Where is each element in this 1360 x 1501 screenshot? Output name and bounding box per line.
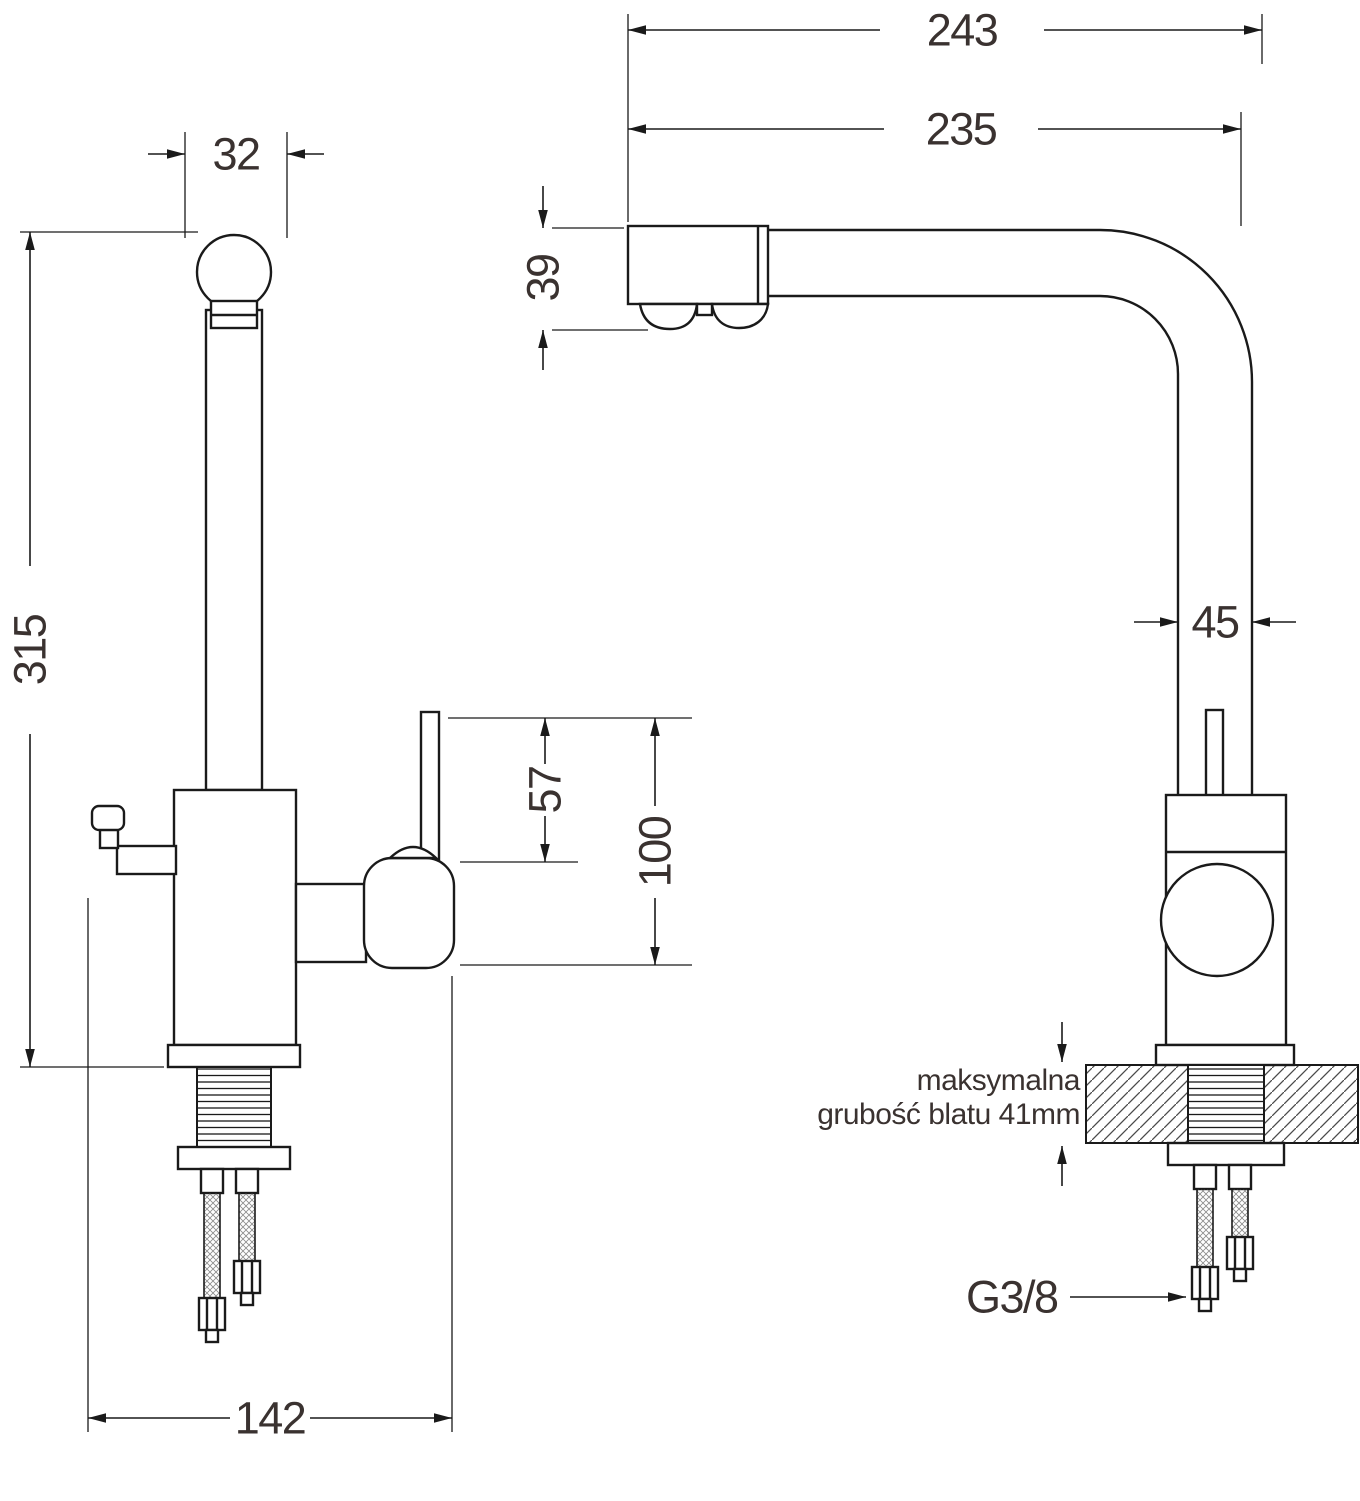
side-pipe-outer xyxy=(768,228,1254,795)
dimension-lever-height: 57 xyxy=(448,717,692,863)
side-threaded-shank xyxy=(1187,1064,1265,1144)
front-view xyxy=(90,233,456,1344)
side-aerator-right xyxy=(710,302,770,330)
front-mounting-nut xyxy=(176,1145,292,1171)
dim-label-243: 243 xyxy=(927,5,998,56)
side-base-flange xyxy=(1154,1043,1296,1067)
front-right-lever-connector xyxy=(294,882,368,964)
front-right-lever-joint xyxy=(362,856,456,970)
dim-label-57: 57 xyxy=(520,766,571,813)
side-hose-left xyxy=(1190,1163,1220,1313)
dim-label-315: 315 xyxy=(5,614,56,685)
countertop-note-line1: maksymalna xyxy=(917,1064,1081,1097)
dimension-spout-reach: 235 xyxy=(628,104,1242,226)
front-left-lever-knob xyxy=(90,804,126,832)
dim-label-142: 142 xyxy=(235,1393,306,1444)
thread-size-label: G3/8 xyxy=(966,1272,1058,1323)
dimension-base-depth: 142 xyxy=(87,898,453,1444)
dimension-column-width: 45 xyxy=(1134,597,1296,648)
front-hose-left xyxy=(197,1167,227,1344)
dimension-body-height: 100 xyxy=(460,718,692,966)
dim-label-100: 100 xyxy=(630,816,681,887)
front-right-lever-rod xyxy=(419,710,441,864)
side-mounting-nut xyxy=(1166,1141,1286,1167)
dim-label-39: 39 xyxy=(518,254,569,301)
dim-label-32: 32 xyxy=(212,129,259,180)
side-pipe-inner xyxy=(768,294,1180,795)
dimension-spout-top-width: 32 xyxy=(148,129,324,238)
countertop-note-line2: grubość blatu 41mm xyxy=(817,1098,1080,1131)
side-aerator-left xyxy=(638,302,699,331)
dimension-overall-depth: 243 xyxy=(627,5,1263,222)
side-lever-rod xyxy=(1204,708,1225,804)
dim-label-45: 45 xyxy=(1191,597,1239,648)
side-aerator-mid xyxy=(695,302,714,317)
front-hose-right xyxy=(232,1167,262,1307)
front-spout-ball xyxy=(195,233,273,311)
front-left-lever-connector xyxy=(115,844,178,876)
thread-size-annotation: G3/8 xyxy=(966,1272,1186,1323)
front-threaded-shank xyxy=(196,1066,272,1148)
dimension-spout-head-height: 39 xyxy=(518,186,648,370)
side-spout-head xyxy=(626,224,770,306)
dimension-overall-height: 315 xyxy=(5,231,198,1068)
side-hose-right xyxy=(1225,1163,1255,1283)
front-right-lever-dome xyxy=(387,845,439,860)
front-body xyxy=(172,788,298,1047)
dim-label-235: 235 xyxy=(926,104,997,155)
front-column-pipe xyxy=(204,308,264,792)
countertop-thickness-annotation: maksymalna grubość blatu 41mm xyxy=(817,1022,1081,1186)
side-view xyxy=(626,224,1359,1313)
front-base-flange xyxy=(166,1043,302,1069)
side-lever-joint xyxy=(1159,862,1275,978)
